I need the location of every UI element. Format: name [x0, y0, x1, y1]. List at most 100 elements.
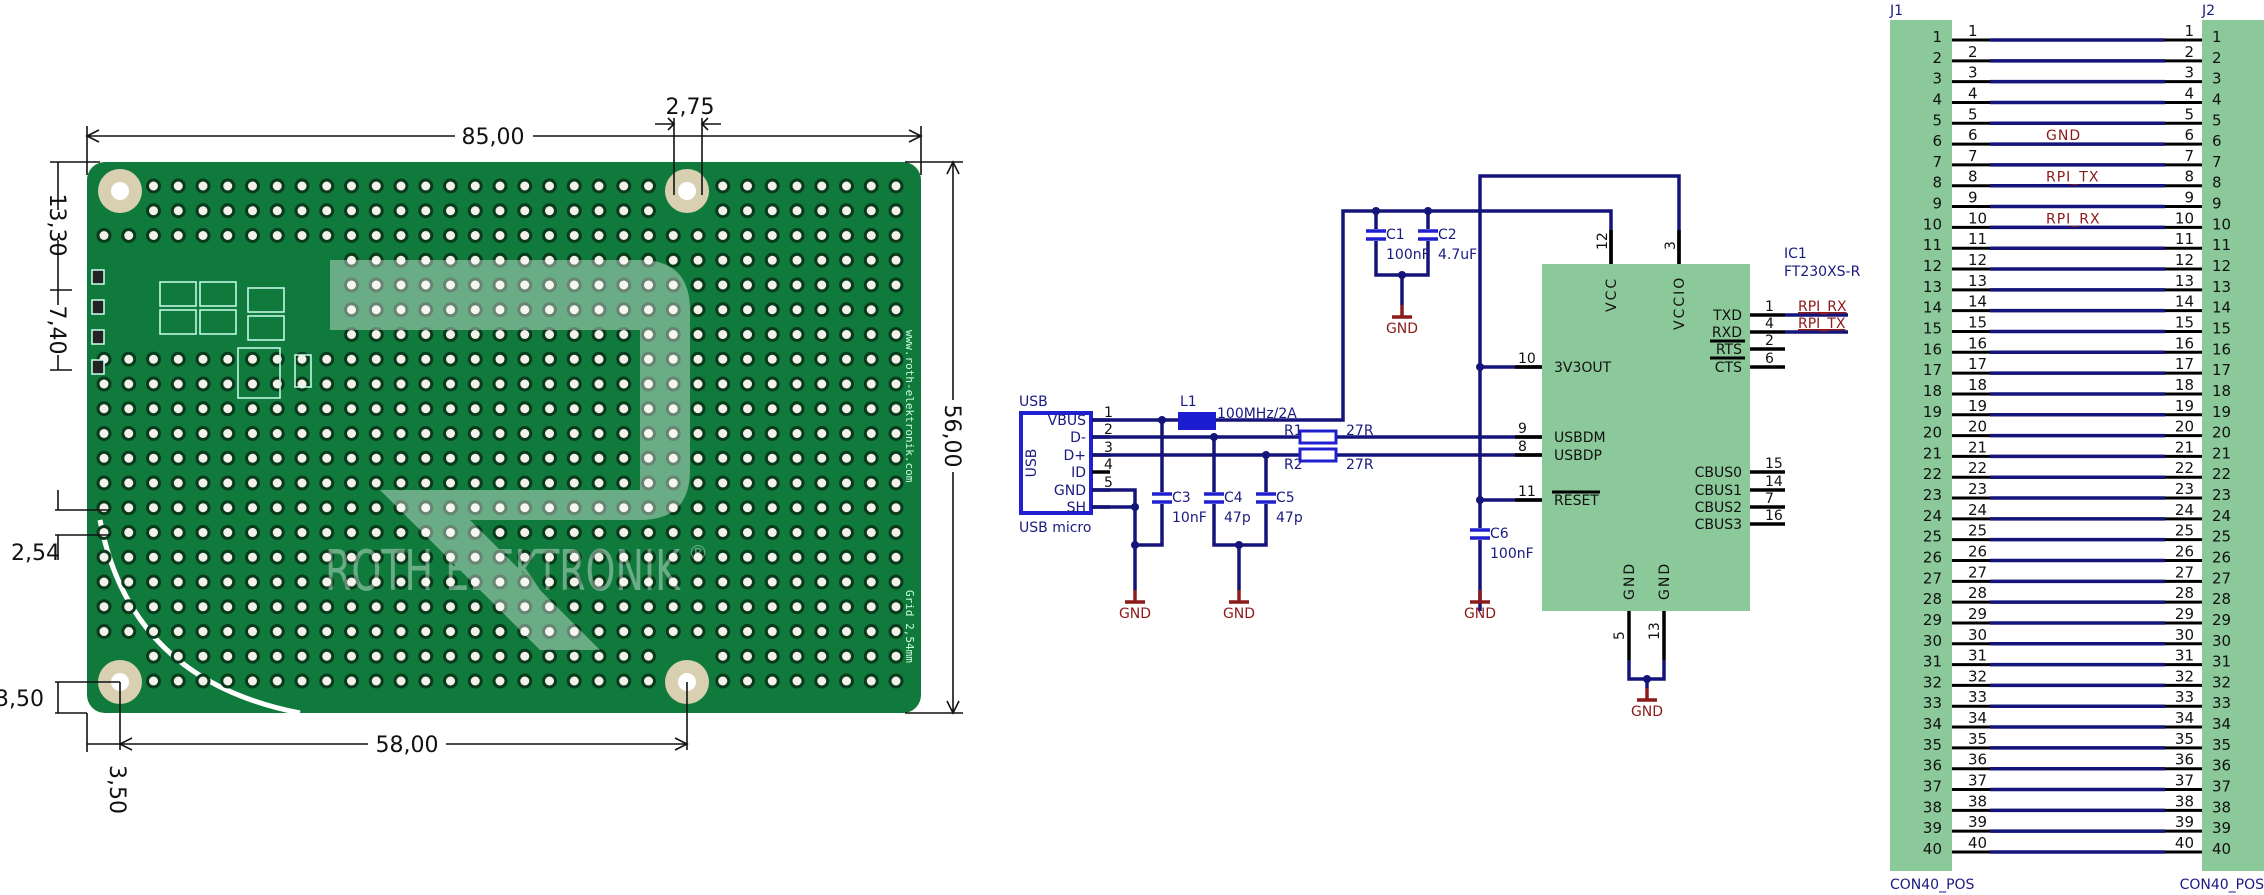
pcb-hole	[891, 651, 901, 661]
pcb-hole	[619, 280, 629, 290]
ic1-pin-number: 8	[1518, 439, 1527, 455]
pcb-hole	[198, 206, 208, 216]
ic1-pin-name: RXD	[1712, 325, 1742, 341]
roth-logo: ROTH ELEKTRONIK ®	[325, 260, 708, 650]
j2-pin-number: 32	[2212, 673, 2231, 691]
pcb-hole	[644, 676, 653, 686]
capacitor-ref: C4	[1224, 490, 1243, 506]
pcb-hole	[396, 206, 406, 216]
j2-pad-number: 2	[2184, 43, 2194, 61]
pcb-hole	[866, 330, 876, 339]
pcb-hole	[569, 478, 579, 488]
pcb-hole	[297, 577, 307, 587]
pcb-hole	[396, 676, 406, 686]
pcb-hole	[569, 651, 579, 661]
pcb-hole	[891, 379, 901, 389]
pcb-hole	[619, 478, 629, 488]
resistor-r2: R2 27R	[1284, 447, 1374, 473]
pcb-hole	[866, 453, 876, 463]
j1-pad-number: 23	[1968, 480, 1987, 498]
pcb-hole	[520, 503, 530, 513]
pcb-hole	[322, 404, 332, 414]
pcb-hole	[421, 676, 431, 686]
pcb-hole	[545, 676, 554, 686]
pcb-hole	[743, 478, 752, 488]
pcb-hole	[817, 651, 827, 661]
j2-pin-number: 24	[2212, 507, 2231, 525]
pcb-hole	[322, 453, 332, 463]
dim-hole-spacing-label: 58,00	[376, 733, 439, 758]
j2-pad-number: 6	[2184, 126, 2194, 144]
j1-pad-number: 34	[1968, 709, 1987, 727]
pcb-hole	[198, 231, 208, 240]
r2-value: 27R	[1346, 457, 1374, 473]
pcb-hole	[99, 453, 109, 463]
pcb-hole	[495, 231, 505, 240]
pcb-hole	[594, 206, 604, 216]
pcb-hole	[569, 354, 579, 364]
pcb-hole	[198, 676, 208, 686]
dim-hole-offset-y-label: 3,50	[0, 687, 44, 712]
j1-pad-number: 6	[1968, 126, 1978, 144]
pcb-hole	[743, 429, 752, 438]
pcb-hole	[718, 231, 728, 240]
pcb-hole	[792, 379, 802, 389]
pcb-hole	[248, 206, 257, 216]
pcb-hole	[866, 404, 876, 414]
mounting-hole-drill	[111, 182, 129, 200]
pcb-hole	[594, 602, 604, 612]
pcb-hole	[124, 577, 134, 587]
pcb-hole	[396, 552, 406, 562]
pcb-hole	[718, 577, 728, 587]
pcb-hole	[792, 305, 802, 315]
pcb-hole	[421, 330, 431, 339]
pcb-hole	[619, 330, 629, 339]
pcb-hole	[322, 577, 332, 587]
pcb-drawing: ROTH ELEKTRONIK ® www.roth-elektronik.co…	[0, 95, 966, 814]
pcb-hole	[124, 404, 134, 414]
inductor-l1: L1 100MHz/2A	[1178, 394, 1297, 430]
pcb-hole	[569, 429, 579, 438]
pcb-hole	[446, 528, 455, 537]
pcb-hole	[470, 627, 480, 636]
dimension-header-width: 7,40	[44, 290, 72, 371]
pcb-hole	[149, 231, 158, 240]
pcb-hole	[297, 552, 307, 562]
pcb-hole	[223, 478, 233, 488]
silkscreen-url: www.roth-elektronik.com	[903, 330, 916, 483]
pcb-hole	[371, 429, 381, 438]
pcb-hole	[470, 602, 480, 612]
pcb-hole	[891, 577, 901, 587]
dimension-hole-offset-x: 3,50	[86, 713, 129, 814]
j2-pin-number: 20	[2212, 424, 2231, 442]
pcb-hole	[198, 404, 208, 414]
j1-pad-number: 11	[1968, 230, 1987, 248]
pcb-hole	[842, 429, 851, 438]
pcb-hole	[767, 676, 777, 686]
j1-pad-number: 38	[1968, 792, 1987, 810]
pcb-hole	[396, 602, 406, 612]
gnd-symbol: GND	[1631, 688, 1663, 720]
usb-body	[1019, 411, 1093, 515]
pcb-hole	[149, 206, 158, 216]
pcb-hole	[520, 429, 530, 438]
pcb-hole	[495, 206, 505, 216]
pcb-hole	[421, 453, 431, 463]
pcb-hole	[173, 528, 183, 537]
pcb-hole	[322, 231, 332, 240]
pcb-hole	[792, 206, 802, 216]
pcb-hole	[198, 453, 208, 463]
pcb-hole	[866, 379, 876, 389]
pcb-hole	[495, 503, 505, 513]
ic1-pin-number: 14	[1765, 474, 1783, 490]
pcb-hole	[495, 577, 505, 587]
j2-pad-number: 35	[2175, 730, 2194, 748]
pcb-hole	[743, 280, 752, 290]
j1-pin-number: 11	[1923, 236, 1942, 254]
pcb-hole	[891, 231, 901, 240]
pcb-hole	[297, 602, 307, 612]
